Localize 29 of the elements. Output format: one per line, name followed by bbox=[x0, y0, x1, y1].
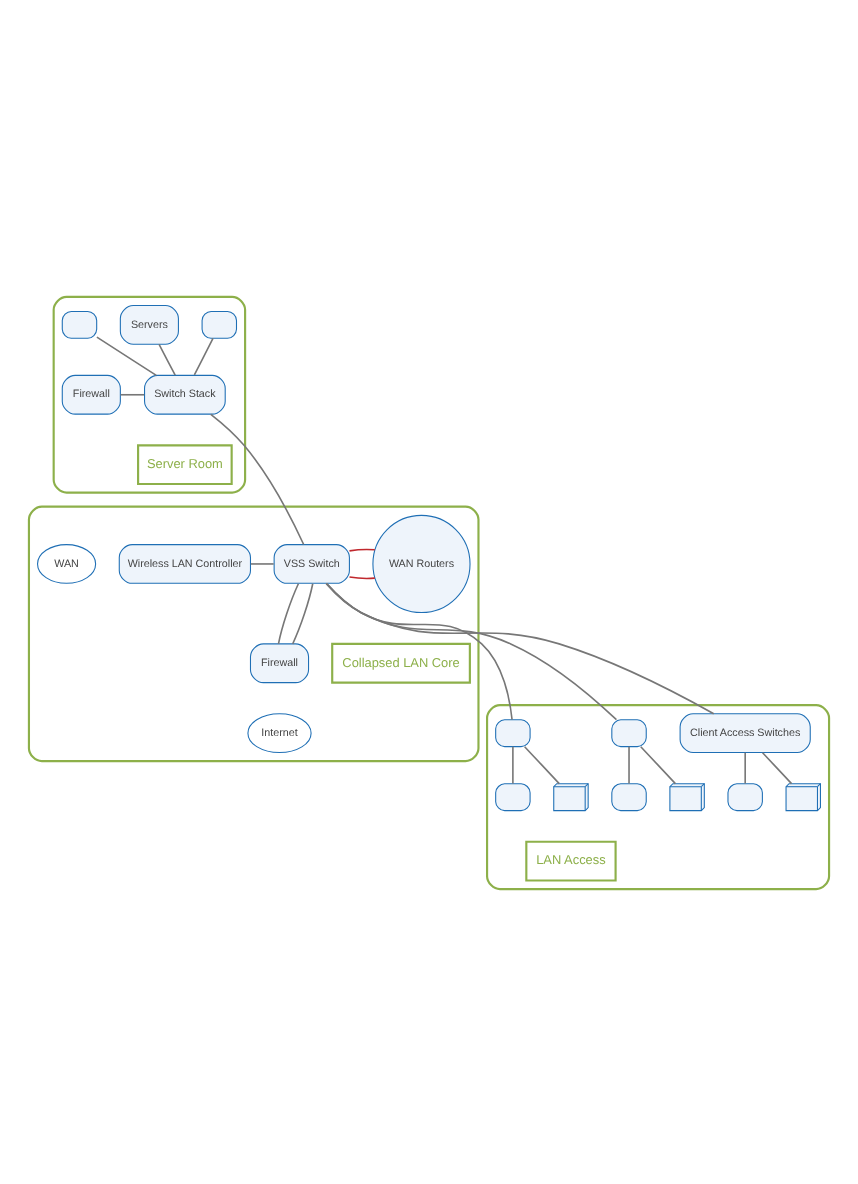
cluster bbox=[486, 703, 831, 890]
cluster bbox=[27, 504, 480, 762]
node-box bbox=[201, 309, 238, 338]
connector bbox=[744, 750, 746, 784]
connector bbox=[291, 581, 314, 644]
node-box bbox=[61, 309, 98, 338]
connector bbox=[325, 581, 618, 720]
node-box bbox=[495, 782, 531, 811]
connector bbox=[210, 412, 305, 545]
connector bbox=[512, 744, 514, 784]
connector bbox=[250, 562, 275, 564]
connector bbox=[640, 744, 677, 784]
connector bbox=[277, 581, 300, 644]
node-box bbox=[611, 718, 647, 747]
connector bbox=[348, 575, 376, 579]
node-box bbox=[611, 782, 647, 811]
connector bbox=[523, 744, 561, 784]
node-box bbox=[727, 782, 763, 811]
connector bbox=[96, 335, 158, 376]
connector bbox=[193, 336, 214, 375]
cluster bbox=[52, 294, 247, 493]
connector bbox=[119, 392, 145, 395]
connector bbox=[325, 581, 715, 714]
node-box bbox=[495, 718, 531, 747]
connector bbox=[158, 342, 176, 375]
connector bbox=[348, 547, 376, 551]
connector bbox=[761, 750, 793, 784]
connector bbox=[628, 744, 630, 784]
connector bbox=[326, 581, 513, 720]
